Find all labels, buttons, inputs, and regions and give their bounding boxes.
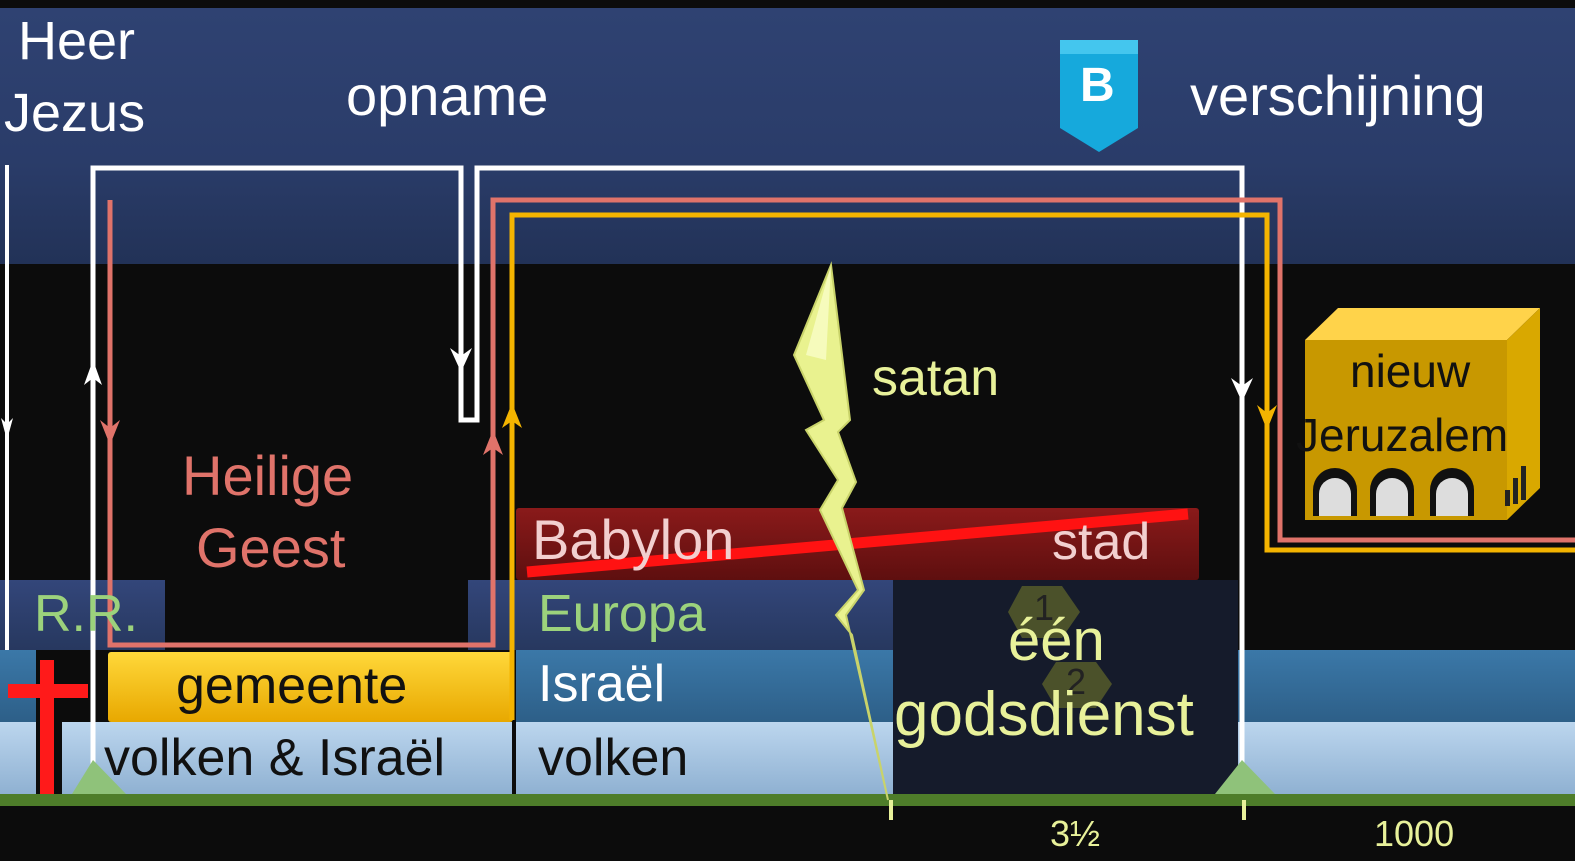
arrowhead-down-icon: [100, 420, 120, 445]
volken-israel-label: volken & Israël: [104, 729, 446, 787]
arrowhead-down-icon: [1231, 378, 1253, 402]
gemeente-bar: [108, 652, 513, 722]
een-label: één: [1008, 608, 1105, 673]
volken-label: volken: [538, 729, 689, 787]
volken-israel-bar: [62, 722, 512, 794]
heilige-label: Heilige: [182, 444, 354, 507]
cross-icon: [40, 660, 54, 794]
cube-side: [1507, 308, 1540, 520]
volken-row-right: [1238, 722, 1575, 794]
jeruzalem-label: Jeruzalem: [1296, 409, 1509, 461]
satan-label: satan: [872, 349, 1000, 407]
lightning-bolt-icon: [792, 261, 889, 801]
opname-label: opname: [346, 64, 549, 127]
tick-label-35: 3½: [1050, 813, 1101, 854]
lightning-highlight: [806, 265, 831, 360]
israel-label: Israël: [538, 655, 666, 713]
new-jerusalem-cube-icon: [1305, 308, 1540, 340]
hex-marker-1: [1008, 586, 1080, 638]
gemeente-label: gemeente: [176, 657, 408, 715]
babylon-label: Babylon: [532, 508, 735, 571]
arrowhead-up-icon: [84, 360, 102, 385]
babylon-strike-line: [526, 508, 1189, 578]
nieuw-label: nieuw: [1350, 345, 1471, 397]
b-shield-icon: [1060, 40, 1138, 152]
arrowhead-icon: [1, 418, 13, 440]
hex-marker-2: [1042, 662, 1112, 708]
pink-spirit-path: [107, 197, 1575, 648]
arrowhead-down-icon: [1257, 405, 1277, 430]
stad-label: stad: [1052, 513, 1151, 571]
tick-label-1000: 1000: [1374, 813, 1455, 854]
badge-letter: B: [1080, 59, 1115, 112]
israel-row-right: [1238, 650, 1575, 722]
cross-beam: [8, 684, 88, 698]
godsdienst-label: godsdienst: [894, 680, 1194, 749]
europa-bar: [468, 580, 893, 650]
gold-israel-path: [509, 212, 1575, 720]
europa-label: Europa: [538, 585, 706, 643]
white-rapture-path: [90, 165, 1245, 790]
hex-number-2: 2: [1066, 661, 1087, 702]
verschijning-label: verschijning: [1190, 64, 1486, 127]
rr-label: R.R.: [34, 585, 138, 643]
heer-label: Heer: [18, 11, 136, 71]
arrowhead-up-icon: [483, 430, 503, 455]
city-gates: [1313, 466, 1526, 516]
triangle-marker: [1215, 760, 1275, 794]
geest-label: Geest: [196, 516, 346, 579]
arrowhead-up-icon: [502, 403, 522, 428]
hex-number-1: 1: [1034, 587, 1055, 628]
israel-bar: [516, 650, 893, 722]
volken-row-left: [0, 722, 36, 794]
triangle-marker: [72, 760, 126, 794]
volken-bar: [516, 722, 893, 794]
rr-bar: [0, 580, 165, 650]
jezus-label: Jezus: [4, 83, 146, 143]
heaven-band: [0, 8, 1575, 264]
timeline-axis: [0, 794, 1575, 806]
badge-shade: [1060, 40, 1138, 54]
arrowhead-down-icon: [450, 348, 472, 372]
